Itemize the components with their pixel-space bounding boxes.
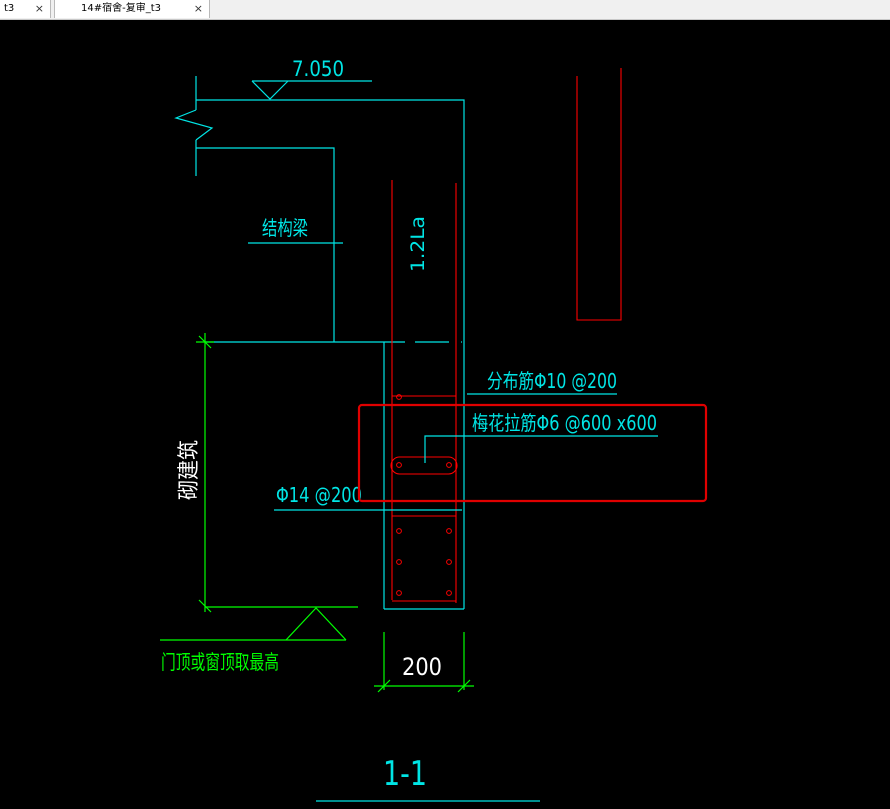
width-dim-label: 200 bbox=[402, 653, 442, 681]
beam-outline bbox=[174, 76, 465, 610]
width-dimension bbox=[374, 632, 474, 693]
tab-label: 14#宿舍-复审_t3 bbox=[81, 3, 161, 14]
rebar-dots bbox=[396, 394, 452, 596]
tab-label: t3 bbox=[4, 3, 15, 14]
cad-drawing[interactable]: 7.050 结构梁 1.2La 分布筋Φ10 @200 梅花拉筋Φ6 @600 … bbox=[0, 19, 890, 809]
tab-dormitory-review[interactable]: 14#宿舍-复审_t3 × bbox=[54, 0, 210, 18]
main-bar-label: Φ14 @200 bbox=[276, 483, 362, 507]
section-title: 1-1 bbox=[383, 754, 427, 794]
tab-bar: t3 × 14#宿舍-复审_t3 × bbox=[0, 0, 890, 20]
beam-label: 结构梁 bbox=[262, 216, 308, 240]
tie-bar-label: 梅花拉筋Φ6 @600 x600 bbox=[472, 411, 657, 435]
distribution-bar-label: 分布筋Φ10 @200 bbox=[487, 369, 617, 393]
tab-t3[interactable]: t3 × bbox=[0, 0, 51, 18]
rebar-lines bbox=[390, 68, 622, 603]
anchor-length-label: 1.2La bbox=[407, 216, 429, 272]
height-note: 门顶或窗顶取最高 bbox=[161, 650, 279, 674]
masonry-label: 砌建筑 bbox=[177, 440, 202, 500]
masonry-dimension bbox=[160, 333, 358, 641]
highlight-box bbox=[357, 403, 708, 503]
close-icon[interactable]: × bbox=[34, 2, 44, 15]
elevation-marker bbox=[251, 80, 372, 100]
tie-bar-leader bbox=[424, 435, 658, 463]
close-icon[interactable]: × bbox=[193, 2, 203, 15]
elevation-label: 7.050 bbox=[292, 57, 344, 81]
